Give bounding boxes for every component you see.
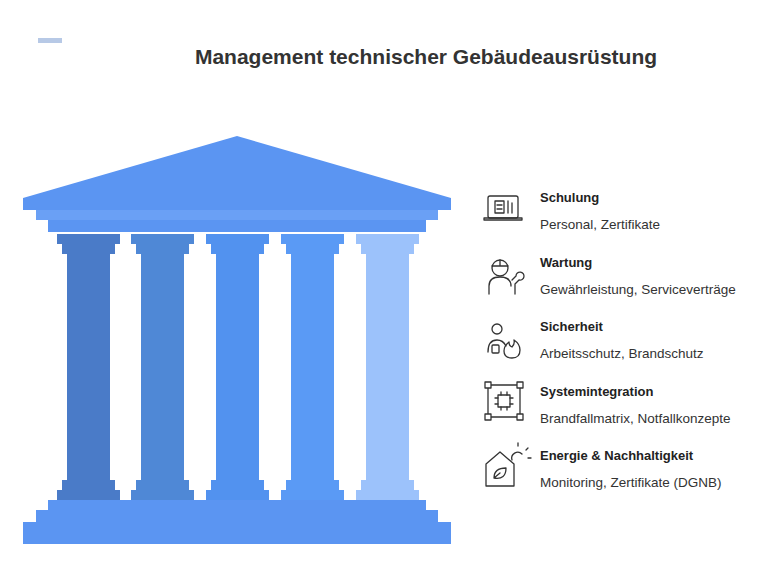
item-description: Brandfallmatrix, Notfallkonzepte — [540, 411, 731, 426]
item-description: Personal, Zertifikate — [540, 217, 660, 232]
temple-columns — [57, 234, 419, 500]
item-heading: Wartung — [540, 255, 592, 270]
item-heading: Systemintegration — [540, 384, 653, 399]
logo-mark — [38, 38, 62, 43]
temple-roof — [23, 136, 451, 198]
temple-base — [48, 500, 426, 510]
item-heading: Energie & Nachhaltigkeit — [540, 448, 693, 463]
integration-icon — [485, 382, 523, 420]
temple-beam — [23, 198, 451, 210]
temple-base — [36, 510, 438, 522]
item-description: Monitoring, Zertifikate (DGNB) — [540, 475, 722, 490]
item-heading: Schulung — [540, 190, 599, 205]
item-heading: Sicherheit — [540, 319, 603, 334]
temple-base — [23, 522, 451, 544]
temple-beam — [48, 220, 426, 232]
item-description: Gewährleistung, Serviceverträge — [540, 282, 736, 297]
safety-icon — [488, 324, 520, 358]
energy-icon — [486, 443, 531, 486]
temple-beam — [36, 210, 438, 220]
training-icon — [484, 196, 522, 220]
diagram-title: Management technischer Gebäudeausrüstung — [195, 45, 657, 69]
maintenance-icon — [489, 260, 524, 294]
item-description: Arbeitsschutz, Brandschutz — [540, 346, 704, 361]
